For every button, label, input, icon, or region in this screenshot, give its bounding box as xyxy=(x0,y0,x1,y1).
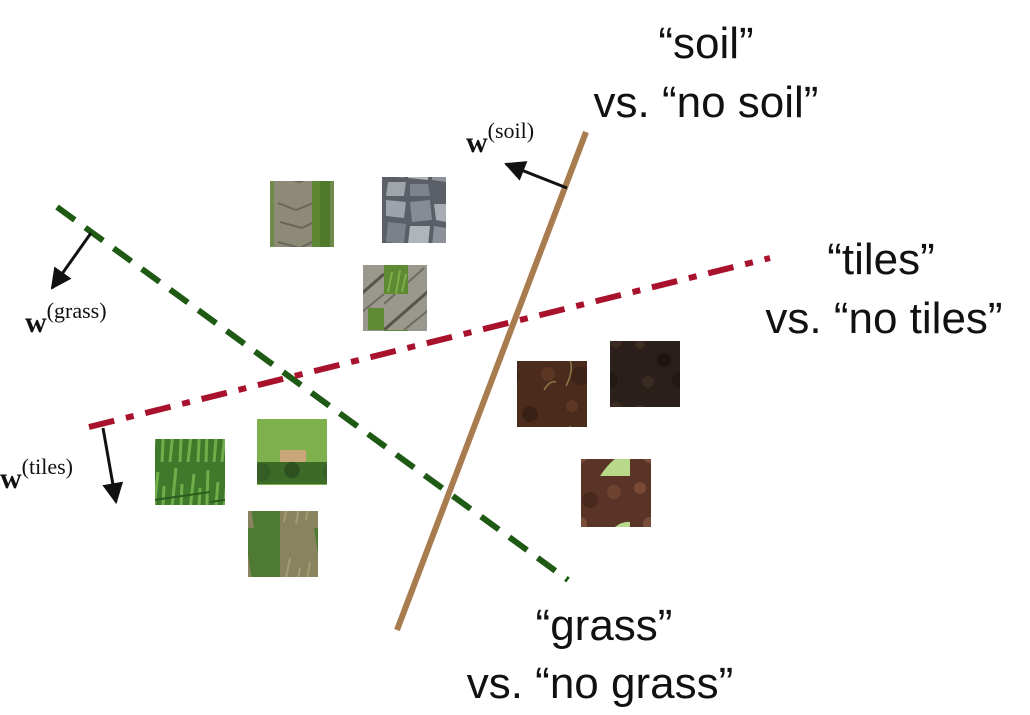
grass-caption-line1: “grass” xyxy=(536,601,673,650)
tiles-boundary-line xyxy=(88,255,771,430)
dark-soil-patch xyxy=(610,341,680,407)
grass-path-patch xyxy=(270,181,334,247)
soil-patch-2 xyxy=(581,459,651,527)
grass-weight-label: w(grass) xyxy=(25,298,107,339)
lawn-patch xyxy=(257,419,327,485)
grass-patch-1 xyxy=(155,439,225,505)
tiles-caption-line1: “tiles” xyxy=(827,235,935,284)
grass-weight-arrow xyxy=(50,232,93,290)
grass-boundary-line xyxy=(55,204,570,583)
tiles-weight-arrow xyxy=(101,427,124,505)
grass-caption-line2: vs. “no grass” xyxy=(467,659,734,708)
image-patches xyxy=(155,177,680,577)
soil-boundary-line xyxy=(394,130,589,632)
soil-patch-1 xyxy=(517,361,587,427)
dry-grass-patch xyxy=(248,511,318,577)
soil-weight-label: w(soil) xyxy=(466,118,534,159)
soil-weight-arrow xyxy=(504,161,568,190)
soil-caption-line1: “soil” xyxy=(658,19,753,68)
soil-caption-line2: vs. “no soil” xyxy=(594,78,819,127)
tiles-with-grass-patch xyxy=(363,265,427,331)
tiles-caption-line2: vs. “no tiles” xyxy=(765,294,1002,343)
tiles-weight-label: w(tiles) xyxy=(0,454,73,495)
stone-tiles-patch xyxy=(382,177,446,243)
